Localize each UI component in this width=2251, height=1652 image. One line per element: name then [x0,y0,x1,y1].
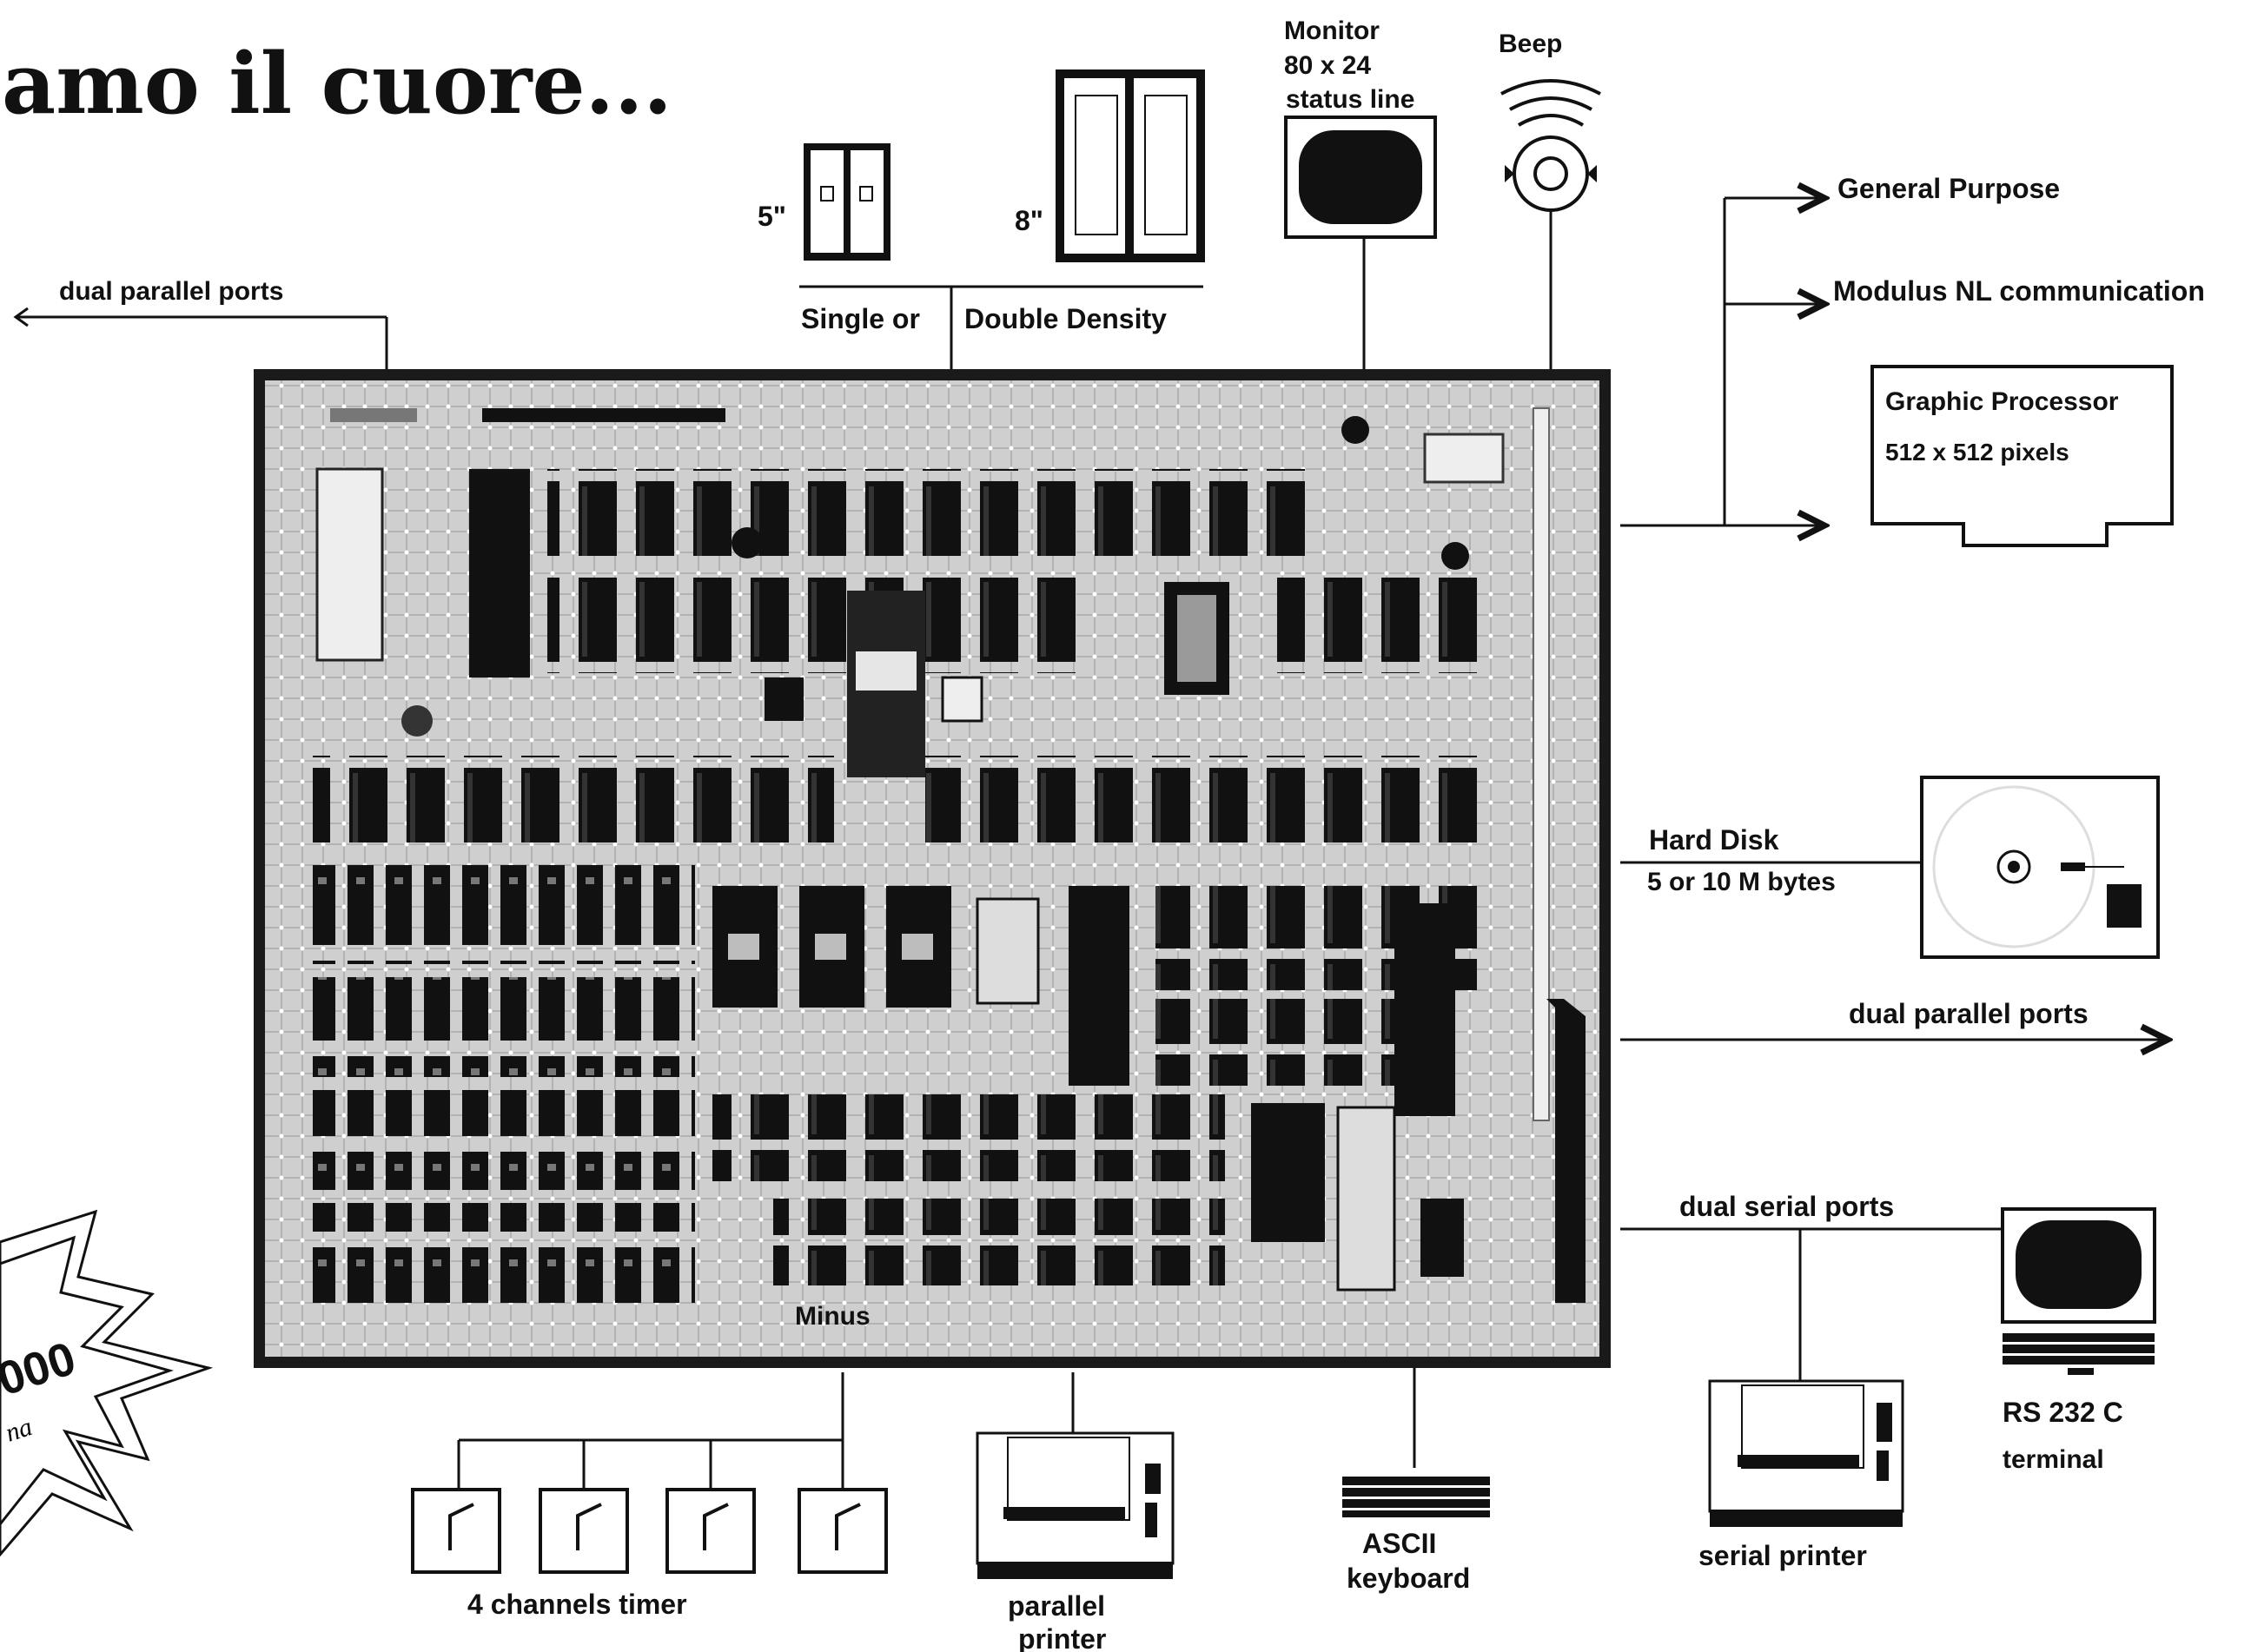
single-or-label: Single or [801,303,920,334]
headline: amo il cuore... [2,35,672,133]
floppy-5-icon [804,143,890,261]
monitor-title: Monitor [1284,17,1380,45]
speaker-icon [1501,81,1600,210]
terminal: RS 232 C terminal [2003,1209,2155,1474]
general-purpose-label: General Purpose [1837,173,2060,204]
ascii-label: ASCII [1362,1528,1436,1559]
floppy-8-icon [1056,69,1205,262]
keyboard-label: keyboard [1347,1563,1470,1594]
parallel-printer-icon [977,1433,1173,1579]
terminal-keyboard-icon [2003,1333,2155,1375]
parallel-label: parallel [1008,1590,1105,1622]
monitor-status: status line [1286,85,1414,114]
monitor-icon [1286,117,1435,237]
drive-8-label: 8" [1015,205,1043,236]
graphic-title: Graphic Processor [1885,387,2119,416]
board-name: Minus [795,1302,871,1331]
right-parallel-ports: dual parallel ports [1620,998,2168,1040]
hard-disk-label: Hard Disk [1649,824,1779,856]
timer-switch-icon-1 [413,1490,500,1572]
left-parallel-label: dual parallel ports [59,277,283,306]
serial-ports: dual serial ports [1620,1191,2003,1385]
serial-printer-label: serial printer [1698,1540,1867,1571]
terminal-icon [2003,1209,2155,1375]
ascii-keyboard: ASCII keyboard [1342,1368,1490,1594]
terminal-label: terminal [2003,1445,2104,1474]
beep-label: Beep [1499,30,1562,58]
modulus-label: Modulus NL communication [1833,275,2205,307]
rs232-label: RS 232 C [2003,1397,2123,1428]
printer-label: printer [1018,1623,1106,1652]
left-parallel-ports: dual parallel ports [16,277,387,369]
parallel-printer: parallel printer [977,1372,1173,1652]
floppy-drives: 5" 8" Single or Double Density [758,69,1205,369]
graphic-resolution: 512 x 512 pixels [1885,439,2069,466]
dual-serial-label: dual serial ports [1679,1191,1894,1222]
timer-switch-icon-2 [540,1490,627,1572]
keyboard-icon [1342,1477,1490,1517]
right-parallel-label: dual parallel ports [1849,998,2089,1029]
circuit-board: Minus [254,369,1611,1368]
hard-disk: Hard Disk 5 or 10 M bytes [1620,777,2158,957]
drive-5-label: 5" [758,201,786,232]
timer-label: 4 channels timer [467,1589,687,1620]
monitor-size: 80 x 24 [1284,51,1371,80]
double-density-label: Double Density [964,303,1167,334]
hard-disk-icon [1922,777,2158,957]
graphic-processor-card: Graphic Processor 512 x 512 pixels [1872,367,2172,545]
beep: Beep [1499,30,1600,369]
expansion-bus: General Purpose Modulus NL communication… [1620,173,2205,545]
hard-disk-size: 5 or 10 M bytes [1647,868,1836,896]
timer-switch-icon-4 [799,1490,886,1572]
serial-printer: serial printer [1698,1381,1903,1571]
timer: 4 channels timer [413,1372,886,1620]
monitor: Monitor 80 x 24 status line [1284,17,1435,369]
serial-printer-icon [1710,1381,1903,1527]
starburst-badge: 000 na [0,1212,209,1555]
timer-switch-icon-3 [667,1490,754,1572]
